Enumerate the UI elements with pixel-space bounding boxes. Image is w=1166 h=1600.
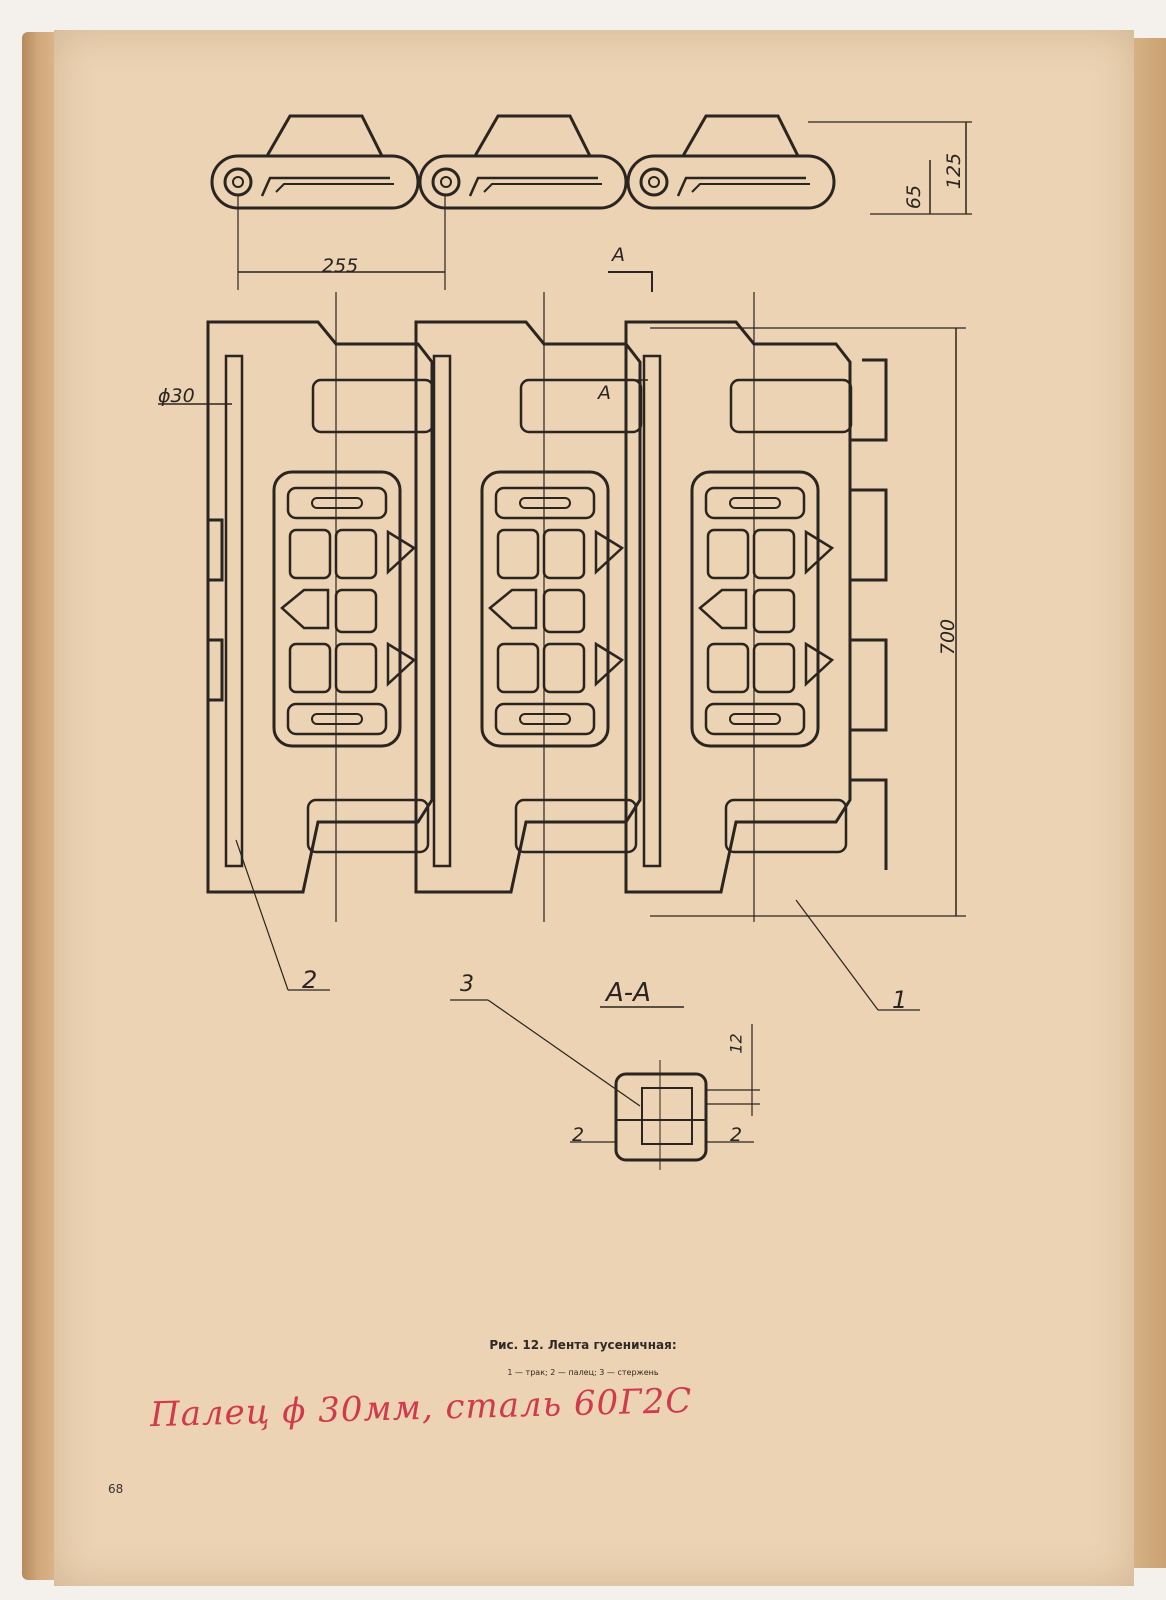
- section-aa: [570, 1024, 760, 1170]
- section-title: A-A: [606, 978, 651, 1008]
- dim-diameter: ϕ30: [158, 385, 195, 407]
- plan-view: [206, 290, 888, 924]
- book-spine: [22, 32, 60, 1580]
- dim-section-12: 12: [726, 1033, 746, 1054]
- dim-section-2-right: 2: [730, 1124, 743, 1146]
- callout-3: 3: [460, 972, 474, 997]
- book-page: [54, 30, 1134, 1586]
- side-view: [210, 114, 836, 210]
- figure-legend: 1 — трак; 2 — палец; 3 — стержень: [507, 1368, 659, 1377]
- figure-caption: Рис. 12. Лента гусеничная:: [489, 1338, 677, 1352]
- section-marker-top: A: [612, 244, 625, 266]
- dim-width: 700: [937, 618, 960, 656]
- dim-height-pin: 65: [903, 184, 926, 210]
- page-number: 68: [108, 1482, 124, 1496]
- section-marker-mid: A: [598, 382, 611, 404]
- callout-1: 1: [892, 986, 908, 1014]
- dim-pitch: 255: [322, 255, 359, 277]
- dimension-lines: [158, 121, 972, 1107]
- dim-section-2-left: 2: [572, 1124, 585, 1146]
- callout-2: 2: [302, 966, 318, 994]
- dim-height-total: 125: [943, 152, 966, 190]
